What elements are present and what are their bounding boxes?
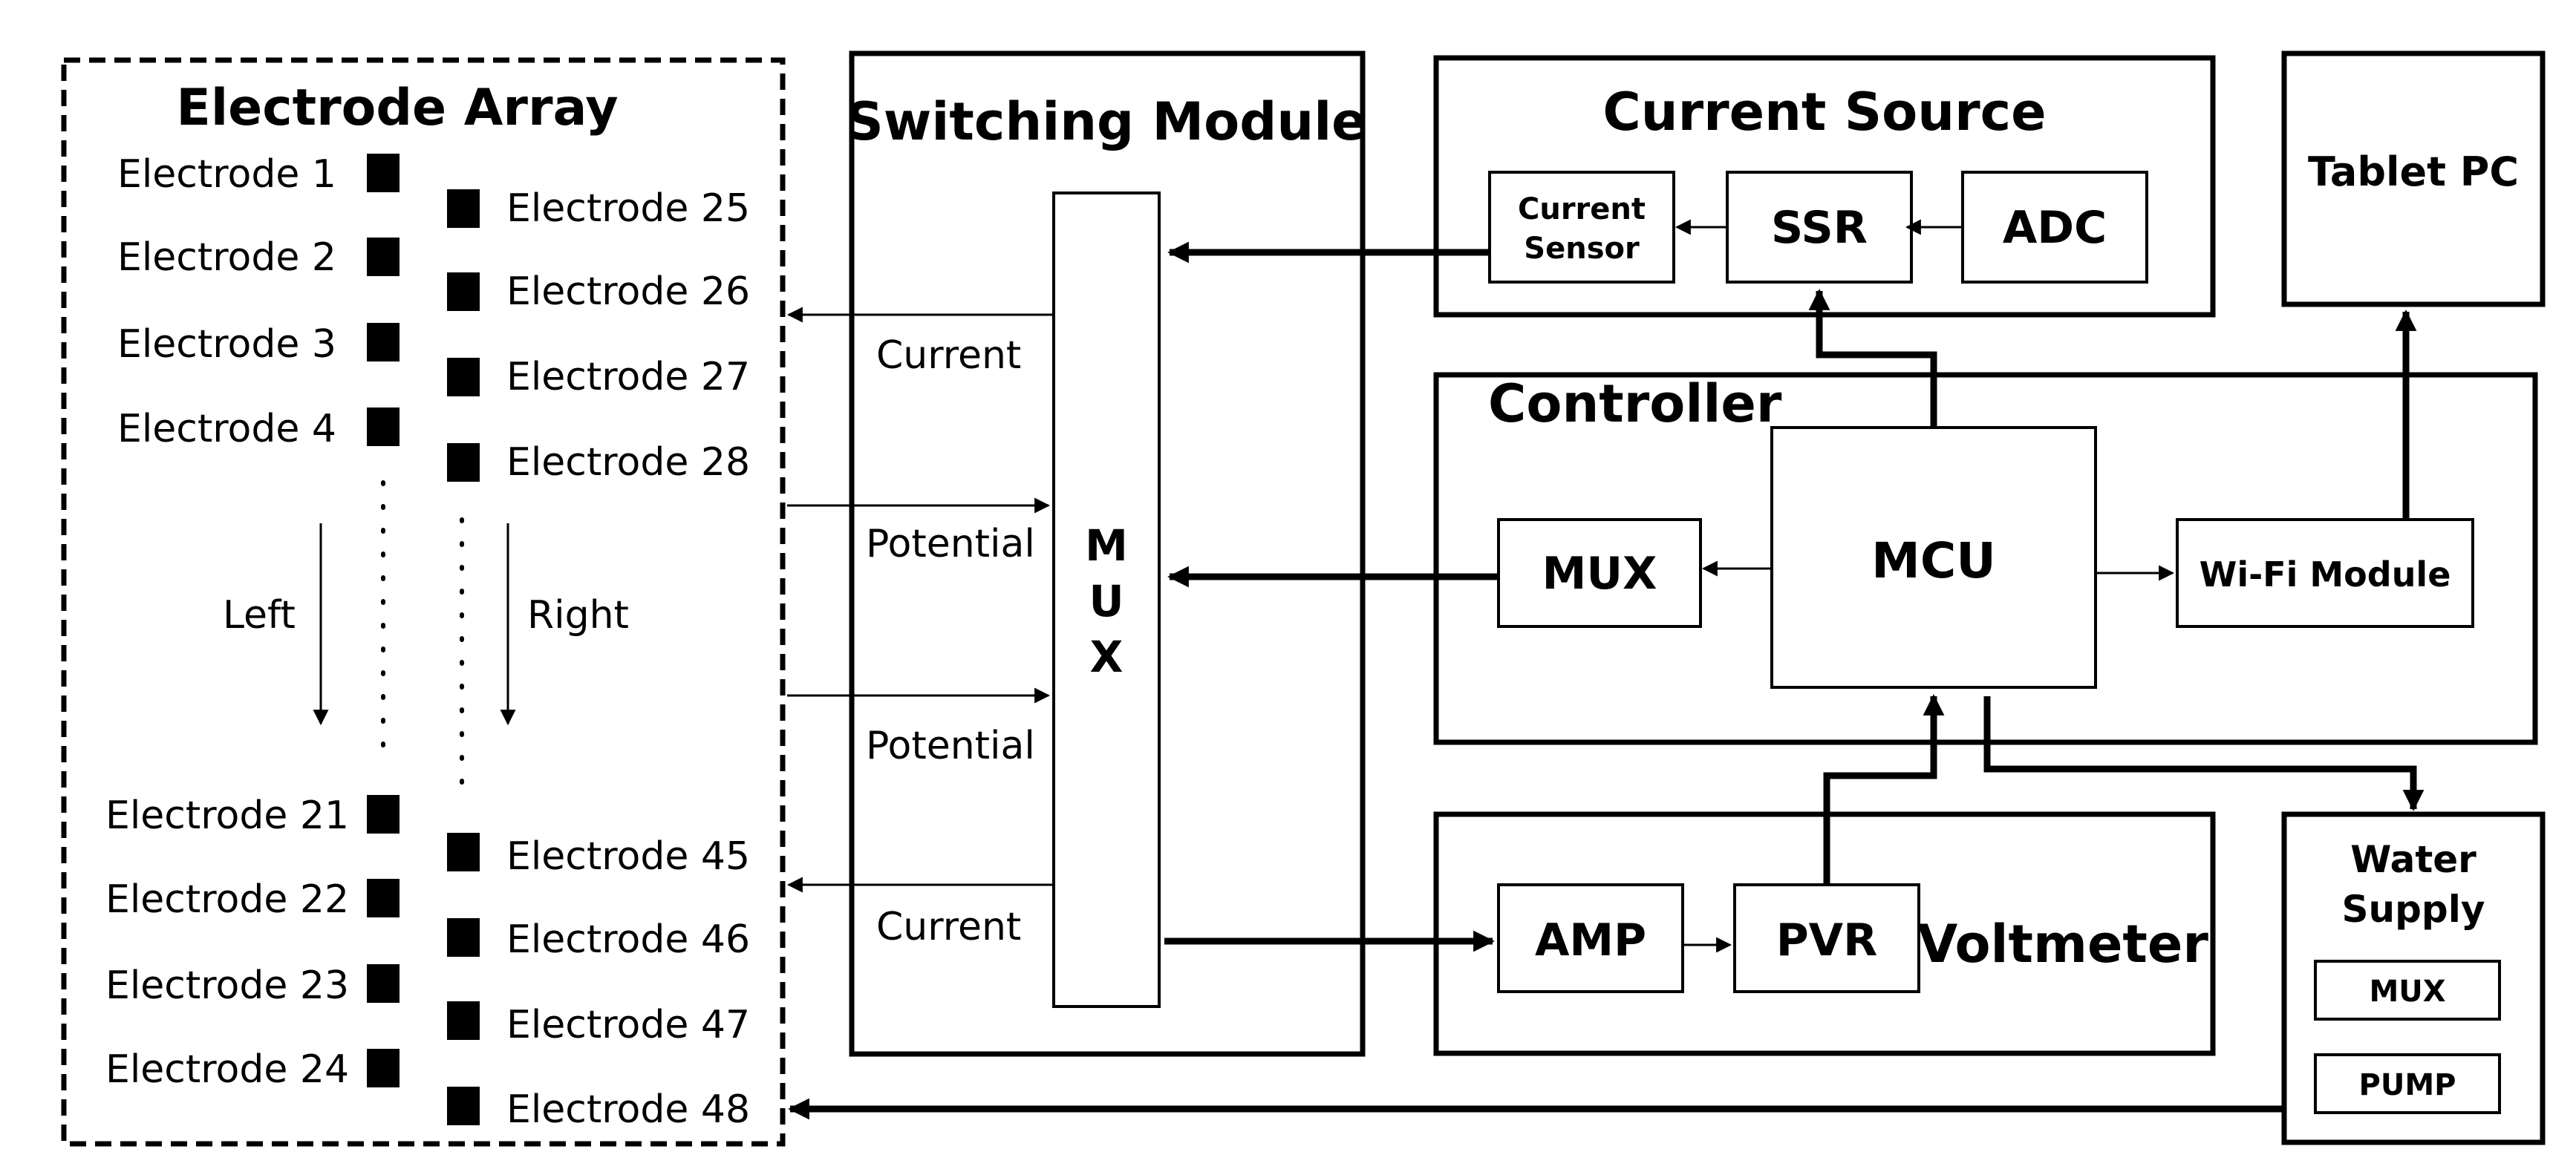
water-mux-label: MUX <box>2369 975 2445 1009</box>
electrode-label: Electrode 47 <box>506 1003 750 1047</box>
electrode-label: Electrode 3 <box>117 322 336 367</box>
electrode-array-frame <box>61 57 786 1147</box>
electrode-label: Electrode 26 <box>506 269 750 314</box>
current-sensor-label: Current <box>1518 192 1646 226</box>
water-supply-frame <box>2281 811 2546 1145</box>
electrode-pad <box>447 1087 480 1125</box>
tablet-pc-panel: Tablet PC <box>2281 50 2546 307</box>
left-label: Left <box>223 593 296 638</box>
electrode-label: Electrode 1 <box>117 152 336 197</box>
electrode-pad <box>447 918 480 957</box>
pvr-label: PVR <box>1776 914 1878 966</box>
electrode-label: Electrode 23 <box>105 963 349 1008</box>
electrode-pad <box>367 795 400 834</box>
mux-letter: M <box>1085 520 1128 571</box>
water-supply-title: Supply <box>2342 888 2485 931</box>
electrode-pad <box>447 358 480 396</box>
electrode-pad <box>447 443 480 482</box>
voltmeter-panel: AMP PVR Voltmeter <box>1433 811 2216 1056</box>
electrode-array-title: Electrode Array <box>176 79 618 137</box>
wifi-module-label: Wi-Fi Module <box>2200 554 2451 595</box>
signal-label-potential: Potential <box>866 724 1035 768</box>
ssr-label: SSR <box>1771 202 1868 254</box>
pump-box <box>2314 1053 2501 1114</box>
tablet-pc-title: Tablet PC <box>2308 148 2519 195</box>
electrode-pad <box>367 238 400 276</box>
electrode-pad <box>447 189 480 228</box>
electrode-label: Electrode 45 <box>506 834 750 879</box>
switching-mux-box <box>1052 192 1161 1008</box>
mcu-to-water-supply-arrow <box>1983 696 2425 811</box>
pvr-to-mcu-arrow <box>1823 694 1945 885</box>
signal-label-potential: Potential <box>866 522 1035 566</box>
water-supply-title: Water <box>2350 838 2476 881</box>
controller-mux-label: MUX <box>1542 548 1657 600</box>
electrode-pad <box>367 408 400 446</box>
signal-label-current: Current <box>876 333 1021 378</box>
electrode-label: Electrode 28 <box>506 440 750 485</box>
switching-module-frame <box>849 50 1366 1057</box>
electrode-pad <box>447 833 480 871</box>
controller-panel: Controller MUX MCU Wi-Fi Module <box>1433 372 2538 745</box>
amp-box <box>1497 883 1684 993</box>
electrode-pad <box>447 1001 480 1040</box>
switching-module-title: Switching Module <box>846 91 1366 152</box>
amp-label: AMP <box>1535 914 1646 966</box>
mcu-box <box>1770 426 2097 689</box>
electrode-pad <box>367 1049 400 1087</box>
right-label: Right <box>527 593 629 638</box>
electrode-array-panel: Electrode Array Electrode 1 Electrode 2 … <box>61 57 786 1147</box>
current-source-title: Current Source <box>1602 82 2046 143</box>
electrode-label: Electrode 48 <box>506 1087 750 1132</box>
mcu-label: MCU <box>1871 532 1996 589</box>
current-sensor-label: Sensor <box>1524 232 1640 266</box>
electrode-label: Electrode 22 <box>105 877 349 922</box>
current-source-panel: Current Source Current Sensor SSR ADC <box>1433 55 2216 318</box>
adc-box <box>1961 171 2148 284</box>
water-mux-box <box>2314 960 2501 1021</box>
electrode-label: Electrode 4 <box>117 407 336 451</box>
electrode-label: Electrode 2 <box>117 235 336 280</box>
pump-label: PUMP <box>2359 1068 2456 1102</box>
electrode-label: Electrode 21 <box>105 793 349 838</box>
mux-letter: X <box>1090 632 1124 682</box>
current-sensor-box <box>1488 171 1675 284</box>
adc-label: ADC <box>2003 202 2107 254</box>
voltmeter-title: Voltmeter <box>1917 914 2208 975</box>
electrode-label: Electrode 25 <box>506 186 750 231</box>
controller-title: Controller <box>1488 373 1782 434</box>
signal-label-current: Current <box>876 905 1021 949</box>
water-supply-panel: Water Supply MUX PUMP <box>2281 811 2546 1145</box>
mux-letter: U <box>1089 576 1124 626</box>
controller-mux-box <box>1497 518 1702 628</box>
electrode-label: Electrode 46 <box>506 917 750 962</box>
wifi-module-box <box>2176 518 2474 628</box>
electrode-label: Electrode 27 <box>506 355 750 399</box>
switching-module-panel: Switching Module M U X Current Potential… <box>846 50 1367 1057</box>
electrode-label: Electrode 24 <box>105 1047 349 1092</box>
current-source-frame <box>1433 55 2216 318</box>
electrode-pad <box>447 272 480 311</box>
tablet-pc-frame <box>2281 50 2546 307</box>
electrode-pad <box>367 323 400 361</box>
mcu-to-ssr-arrow <box>1808 289 1937 428</box>
electrode-pad <box>367 964 400 1003</box>
pvr-box <box>1733 883 1920 993</box>
electrode-pad <box>367 154 400 192</box>
electrode-pad <box>367 879 400 917</box>
